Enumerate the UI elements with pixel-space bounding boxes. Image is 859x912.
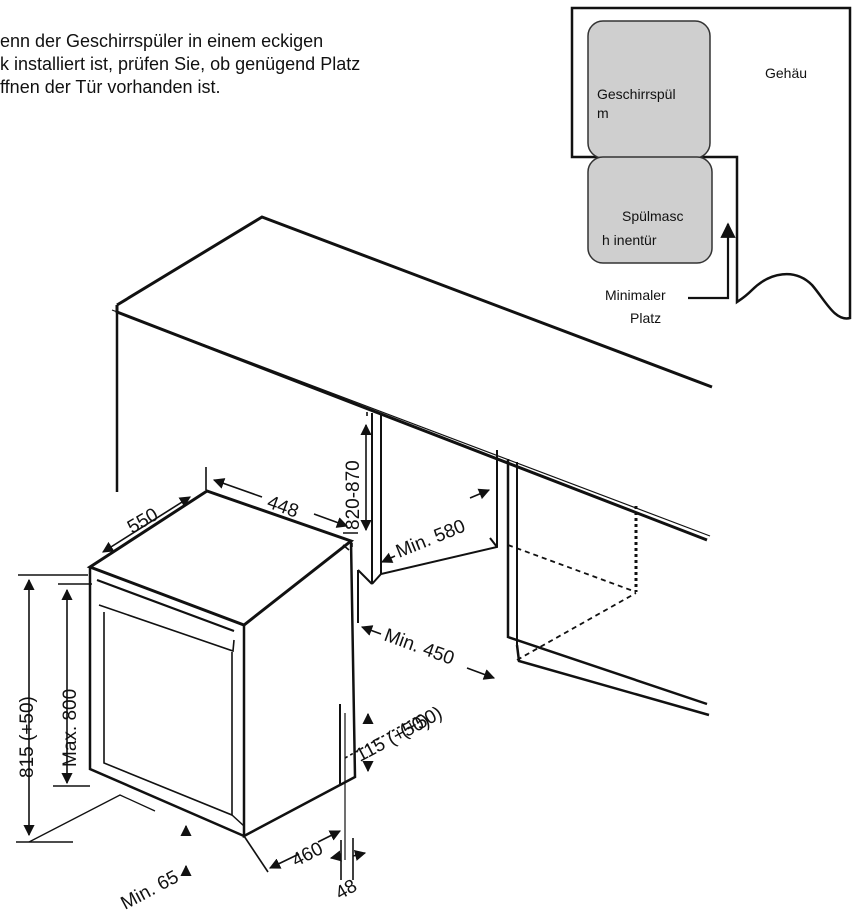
dim-line-min-580 (382, 490, 489, 562)
dim-550: 550 (124, 504, 162, 538)
dim-min-450: Min. 450 (381, 625, 457, 670)
cabinet-niche (357, 413, 710, 717)
inset-min-space-label-1: Minimaler (605, 287, 666, 303)
inset-dishwasher-label-1: Geschirrspül (597, 86, 676, 102)
dim-line-min-450 (362, 627, 494, 678)
dimension-lines (16, 412, 494, 880)
inset-door (587, 156, 713, 264)
dim-line-820-870 (351, 412, 368, 547)
dim-115: 115 (+50) (352, 710, 433, 766)
inset-cabinet-outline (570, 6, 852, 320)
min-space-arrow (688, 222, 736, 300)
dim-820-870: 820-870 (343, 460, 364, 530)
intro-line-2: k installiert ist, prüfen Sie, ob genüge… (0, 54, 361, 74)
countertop (111, 215, 713, 542)
inset-min-space-label-2: Platz (630, 310, 661, 326)
dishwasher-top (86, 489, 355, 627)
dim-min-65: Min. 65 (117, 867, 182, 912)
dim-line-460 (270, 831, 340, 868)
dim-815: 815 (+50) (17, 696, 38, 778)
corner-inset (570, 6, 852, 320)
dishwasher-panel (96, 578, 235, 633)
dishwasher-front (88, 567, 245, 838)
dim-line-448 (214, 480, 347, 526)
dishwasher (86, 489, 357, 860)
intro-text: enn der Geschirrspüler in einem eckigen … (0, 30, 540, 99)
dishwasher-side (242, 540, 357, 839)
inset-dishwasher-label-2: m (597, 105, 609, 121)
dim-448: 448 (264, 492, 301, 523)
dim-line-48 (331, 853, 365, 858)
intro-line-3: ffnen der Tür vorhanden ist. (0, 77, 221, 97)
dim-48: 48 (332, 876, 361, 905)
hidden-edges (507, 506, 638, 661)
dim-max-800: Max. 800 (60, 689, 81, 767)
inset-door-label-1: Spülmasc (622, 208, 683, 224)
inset-door-label-2: h inentür (602, 232, 657, 248)
dim-line-550 (102, 496, 191, 553)
inset-cabinet-label: Gehäu (765, 65, 807, 81)
dim-460: 460 (289, 838, 327, 871)
intro-line-1: enn der Geschirrspüler in einem eckigen (0, 31, 324, 51)
